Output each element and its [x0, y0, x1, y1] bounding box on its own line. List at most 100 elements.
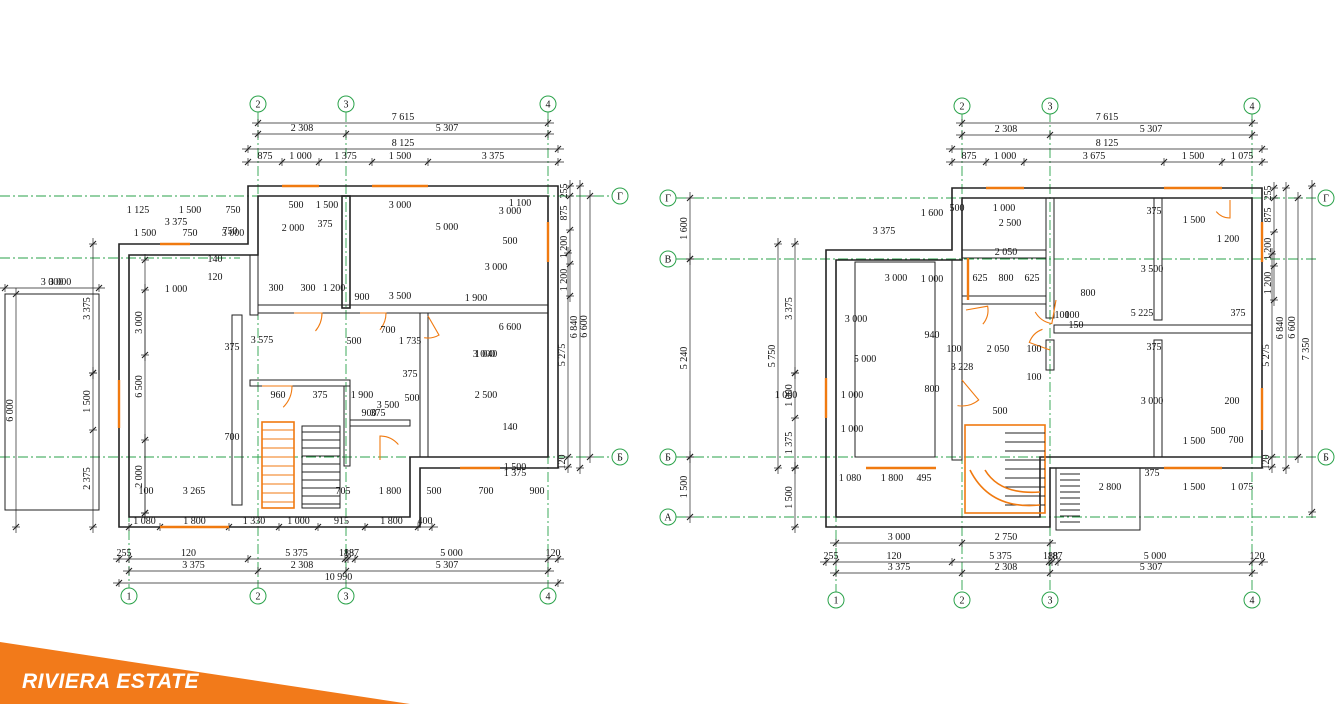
dimension-label: 5 000	[1144, 551, 1167, 562]
dimension-label: 10 990	[325, 572, 353, 583]
dimension-label: 1 100	[509, 198, 532, 209]
dimension-label: 2 308	[291, 123, 314, 134]
axis-bubble	[1041, 591, 1059, 609]
dimension-label: 1 080	[839, 473, 862, 484]
dimension-label: 375	[1147, 342, 1162, 353]
dimension-label: 500	[405, 393, 420, 404]
dimension-label: 2 308	[995, 562, 1018, 573]
interior-wall	[419, 312, 429, 458]
dimension-label: 750	[183, 228, 198, 239]
axis-bubble	[539, 587, 557, 605]
dimension-label: 120	[181, 548, 196, 559]
dimension-label: 8 125	[1096, 138, 1119, 149]
dimension-label: 255	[824, 551, 839, 562]
dimension-label: 5 375	[989, 551, 1012, 562]
exterior-wall	[825, 187, 1263, 528]
dimension-label: 375	[318, 219, 333, 230]
dimension-label: 3 575	[251, 335, 274, 346]
dimension-label: 6 840	[1275, 317, 1286, 340]
dimension-label: 1 735	[399, 336, 422, 347]
dimension-label: 1 375	[784, 432, 795, 455]
brand-banner-shape	[0, 642, 410, 704]
axis-bubble	[953, 97, 971, 115]
dimension-label: 1 500	[389, 151, 412, 162]
axis-bubble	[953, 591, 971, 609]
dimension-label: 100	[1027, 344, 1042, 355]
axis-label: А	[664, 513, 672, 524]
dimension-label: 1 500	[679, 476, 690, 499]
axis-label: Б	[665, 453, 671, 464]
dimension-label: 2 375	[82, 467, 93, 490]
dimension-label: 1 600	[679, 217, 690, 240]
dimension-label: 6 500	[134, 375, 145, 398]
dimension-label: 6 600	[499, 322, 522, 333]
dimension-label: 3 000	[885, 273, 908, 284]
dimension-label: 3 265	[183, 486, 206, 497]
dimension-label: 200	[1225, 396, 1240, 407]
axis-label: 3	[1048, 102, 1053, 113]
dimension-label: 1 000	[994, 151, 1017, 162]
dimension-label: 2 500	[999, 218, 1022, 229]
dimension-label: 1 500	[134, 228, 157, 239]
interior-wall	[854, 261, 936, 458]
dimension-label: 1 200	[559, 236, 570, 259]
dimension-label: 1 500	[179, 205, 202, 216]
dimension-label: 3 375	[165, 217, 188, 228]
axis-label: 2	[960, 596, 965, 607]
dimension-label: 3 000	[222, 228, 245, 239]
dimension-label: 3 500	[1141, 264, 1164, 275]
axis-bubble	[249, 95, 267, 113]
dimension-label: 2 500	[475, 390, 498, 401]
dimension-label: 500	[950, 203, 965, 214]
dimension-label: 1 900	[351, 390, 374, 401]
interior-wall	[249, 254, 259, 316]
dimension-label: 375	[1231, 308, 1246, 319]
dimension-label: 375	[1145, 468, 1160, 479]
axis-bubble	[659, 508, 677, 526]
dimension-label: 5 240	[679, 347, 690, 370]
dimension-label: 1 000	[841, 390, 864, 401]
dimension-label: 3 375	[873, 226, 896, 237]
dimension-label: 375	[371, 408, 386, 419]
dimension-label: 2 308	[995, 124, 1018, 135]
dimension-label: 700	[479, 486, 494, 497]
dimension-label: 625	[973, 273, 988, 284]
axis-bubble	[1317, 189, 1335, 207]
axis-label: 2	[256, 592, 261, 603]
dimension-label: 100	[1065, 310, 1080, 321]
dimension-label: 5 750	[767, 345, 778, 368]
dimension-label: 1 200	[323, 283, 346, 294]
dimension-label: 500	[993, 406, 1008, 417]
dimension-label: 2 750	[995, 532, 1018, 543]
dimension-label: 1 500	[1182, 151, 1205, 162]
dimension-label: 375	[313, 390, 328, 401]
dimension-label: 1 000	[784, 384, 795, 407]
dimension-label: 1 330	[243, 516, 266, 527]
axis-label: Г	[617, 192, 623, 203]
interior-wall	[1045, 339, 1055, 371]
axis-label: 1	[127, 592, 132, 603]
axis-label: В	[665, 255, 672, 266]
dimension-label: 2 050	[987, 344, 1010, 355]
door-swing	[965, 305, 989, 325]
dimension-label: 1 375	[334, 151, 357, 162]
axis-label: 2	[960, 102, 965, 113]
axis-bubble	[120, 587, 138, 605]
dimension-label: 1 000	[841, 424, 864, 435]
dimension-label: 120	[1261, 455, 1272, 470]
dimension-label: 500	[427, 486, 442, 497]
dimension-label: 2 308	[291, 560, 314, 571]
dimension-label: 6 000	[5, 399, 16, 422]
interior-wall	[961, 295, 1047, 305]
dimension-label: 188	[1043, 551, 1058, 562]
dimension-label: 100	[139, 486, 154, 497]
dimension-label: 1 000	[289, 151, 312, 162]
axis-label: Г	[665, 194, 671, 205]
dimension-label: 1 500	[1183, 482, 1206, 493]
dimension-label: 1 500	[784, 486, 795, 509]
interior-wall	[961, 249, 1047, 259]
dimension-label: 3 000	[845, 314, 868, 325]
dimension-label: 700	[381, 325, 396, 336]
